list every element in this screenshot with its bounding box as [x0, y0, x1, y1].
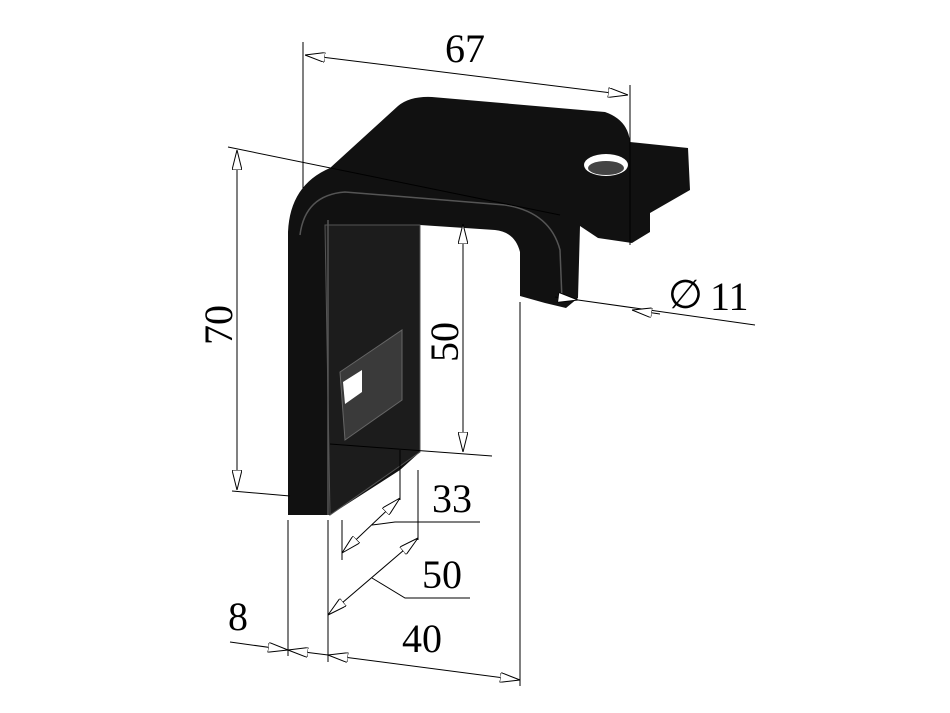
dim-line-67: [305, 55, 628, 95]
slot-through: [343, 370, 362, 404]
label-diameter-symbol: ∅: [668, 272, 703, 317]
label-70: 70: [196, 305, 241, 345]
dim-line-d11: [577, 299, 756, 326]
bracket-part: [288, 96, 690, 516]
label-8: 8: [228, 594, 248, 639]
slot-opening: [339, 329, 403, 441]
label-40: 40: [402, 616, 442, 661]
dim-line-8: [229, 641, 288, 650]
label-67: 67: [445, 26, 485, 71]
dim-line-50-depth: [328, 538, 418, 615]
label-50-depth: 50: [422, 552, 462, 597]
label-33: 33: [432, 476, 472, 521]
dimension-lines: [229, 55, 756, 680]
dim-line-33: [342, 498, 400, 553]
label-50-vertical: 50: [422, 322, 467, 362]
dim-line-40: [328, 655, 520, 680]
label-11: 11: [710, 274, 749, 319]
hole-inner: [588, 161, 624, 175]
top-plate-edge: [299, 191, 563, 301]
